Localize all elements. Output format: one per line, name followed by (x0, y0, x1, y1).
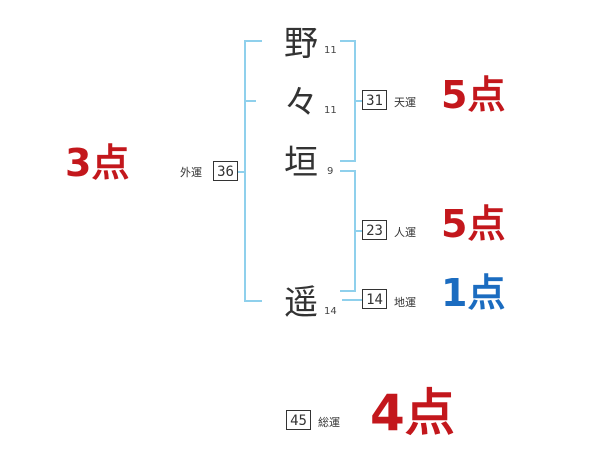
chiun-score: 1点 (441, 271, 506, 315)
jinun-bracket (340, 170, 356, 292)
stroke-count-1: 11 (324, 45, 337, 56)
stroke-count-3: 9 (327, 166, 334, 177)
tenun-score: 5点 (441, 73, 506, 117)
souun-score: 4点 (370, 384, 455, 442)
souun-label: 総運 (318, 416, 340, 429)
souun-value-box: 45 (286, 410, 311, 430)
stroke-count-2: 11 (324, 105, 337, 116)
chiun-value-box: 14 (362, 289, 387, 309)
name-char-4: 遥 (284, 283, 318, 323)
tenun-bracket-tick (355, 100, 362, 102)
gaiun-bracket-mid-tick (244, 100, 256, 102)
jinun-value-box: 23 (362, 220, 387, 240)
gaiun-value-box: 36 (213, 161, 238, 181)
gaiun-label: 外運 (180, 166, 202, 179)
jinun-label: 人運 (394, 226, 416, 239)
stroke-count-4: 14 (324, 306, 337, 317)
name-char-2: 々 (284, 83, 318, 123)
gaiun-score: 3点 (65, 141, 130, 185)
gaiun-bracket (244, 40, 262, 302)
jinun-score: 5点 (441, 202, 506, 246)
chiun-connector (342, 299, 362, 301)
chiun-label: 地運 (394, 296, 416, 309)
tenun-bracket (340, 40, 356, 162)
tenun-label: 天運 (394, 96, 416, 109)
name-char-1: 野 (284, 24, 318, 64)
tenun-value-box: 31 (362, 90, 387, 110)
jinun-bracket-tick (355, 230, 362, 232)
gaiun-bracket-tick (236, 171, 245, 173)
name-char-3: 垣 (284, 143, 318, 183)
